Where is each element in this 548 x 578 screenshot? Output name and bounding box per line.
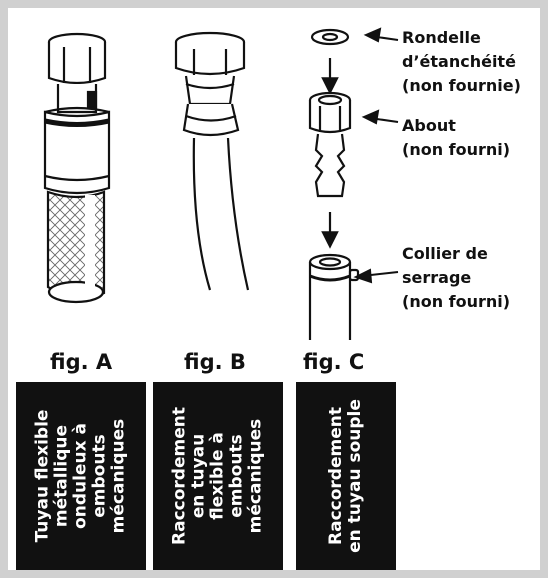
fig-b-caption-panel: Raccordement en tuyau flexible à embouts… bbox=[153, 382, 283, 570]
fig-a-caption-line2: métallique bbox=[51, 424, 72, 528]
fig-c-barbed-tail bbox=[314, 133, 346, 198]
fig-c-caption-line1: Raccordement bbox=[326, 407, 346, 545]
callout-rondelle-line3: (non fournie) bbox=[402, 76, 521, 95]
fig-b-caption-line2: en tuyau bbox=[188, 433, 209, 519]
callout-collier-line3: (non fourni) bbox=[402, 292, 511, 311]
fig-a-caption-line3: onduleux à bbox=[70, 423, 91, 529]
fig-a-nut-body bbox=[47, 42, 107, 85]
callout-about: About (non fourni) bbox=[402, 114, 510, 162]
callout-collier: Collier de serrage (non fourni) bbox=[402, 242, 510, 314]
fig-c-caption: Raccordement en tuyau souple bbox=[326, 399, 365, 553]
fig-b-caption-line1: Raccordement bbox=[169, 407, 190, 545]
fig-a-hose-drawing bbox=[43, 32, 111, 304]
fig-b-hose-drawing bbox=[174, 31, 250, 291]
callout-rondelle-line1: Rondelle bbox=[402, 28, 481, 47]
fig-a-caption-panel: Tuyau flexible métallique onduleux à emb… bbox=[16, 382, 146, 570]
callout-collier-line2: serrage bbox=[402, 268, 472, 287]
fig-c-caption-line2: en tuyau souple bbox=[345, 399, 365, 553]
fig-b-label: fig. B bbox=[184, 350, 246, 374]
fig-c-drawing bbox=[308, 28, 360, 340]
fig-a-label: fig. A bbox=[50, 350, 113, 374]
callout-rondelle-line2: d’étanchéité bbox=[402, 52, 516, 71]
fig-a-caption: Tuyau flexible métallique onduleux à emb… bbox=[32, 409, 129, 543]
fig-b-caption: Raccordement en tuyau flexible à embouts… bbox=[169, 407, 266, 545]
fig-b-caption-line4: embouts bbox=[226, 434, 247, 518]
fig-c-label: fig. C bbox=[303, 350, 365, 374]
fig-c-clamp bbox=[309, 274, 351, 282]
callout-rondelle: Rondelle d’étanchéité (non fournie) bbox=[402, 26, 521, 98]
fig-b-caption-line5: mécaniques bbox=[245, 418, 266, 534]
callout-arrows bbox=[353, 27, 399, 284]
fig-a-crimp-sleeve bbox=[43, 110, 111, 195]
callout-collier-line1: Collier de bbox=[402, 244, 488, 263]
fig-a-caption-line4: embouts bbox=[89, 434, 110, 518]
fig-a-caption-line1: Tuyau flexible bbox=[32, 409, 53, 543]
fig-a-caption-line5: mécaniques bbox=[108, 418, 129, 534]
callout-about-line1: About bbox=[402, 116, 456, 135]
fig-b-caption-line3: flexible à bbox=[207, 432, 228, 520]
fig-c-caption-panel: Raccordement en tuyau souple bbox=[296, 382, 396, 570]
callout-about-line2: (non fourni) bbox=[402, 140, 511, 159]
